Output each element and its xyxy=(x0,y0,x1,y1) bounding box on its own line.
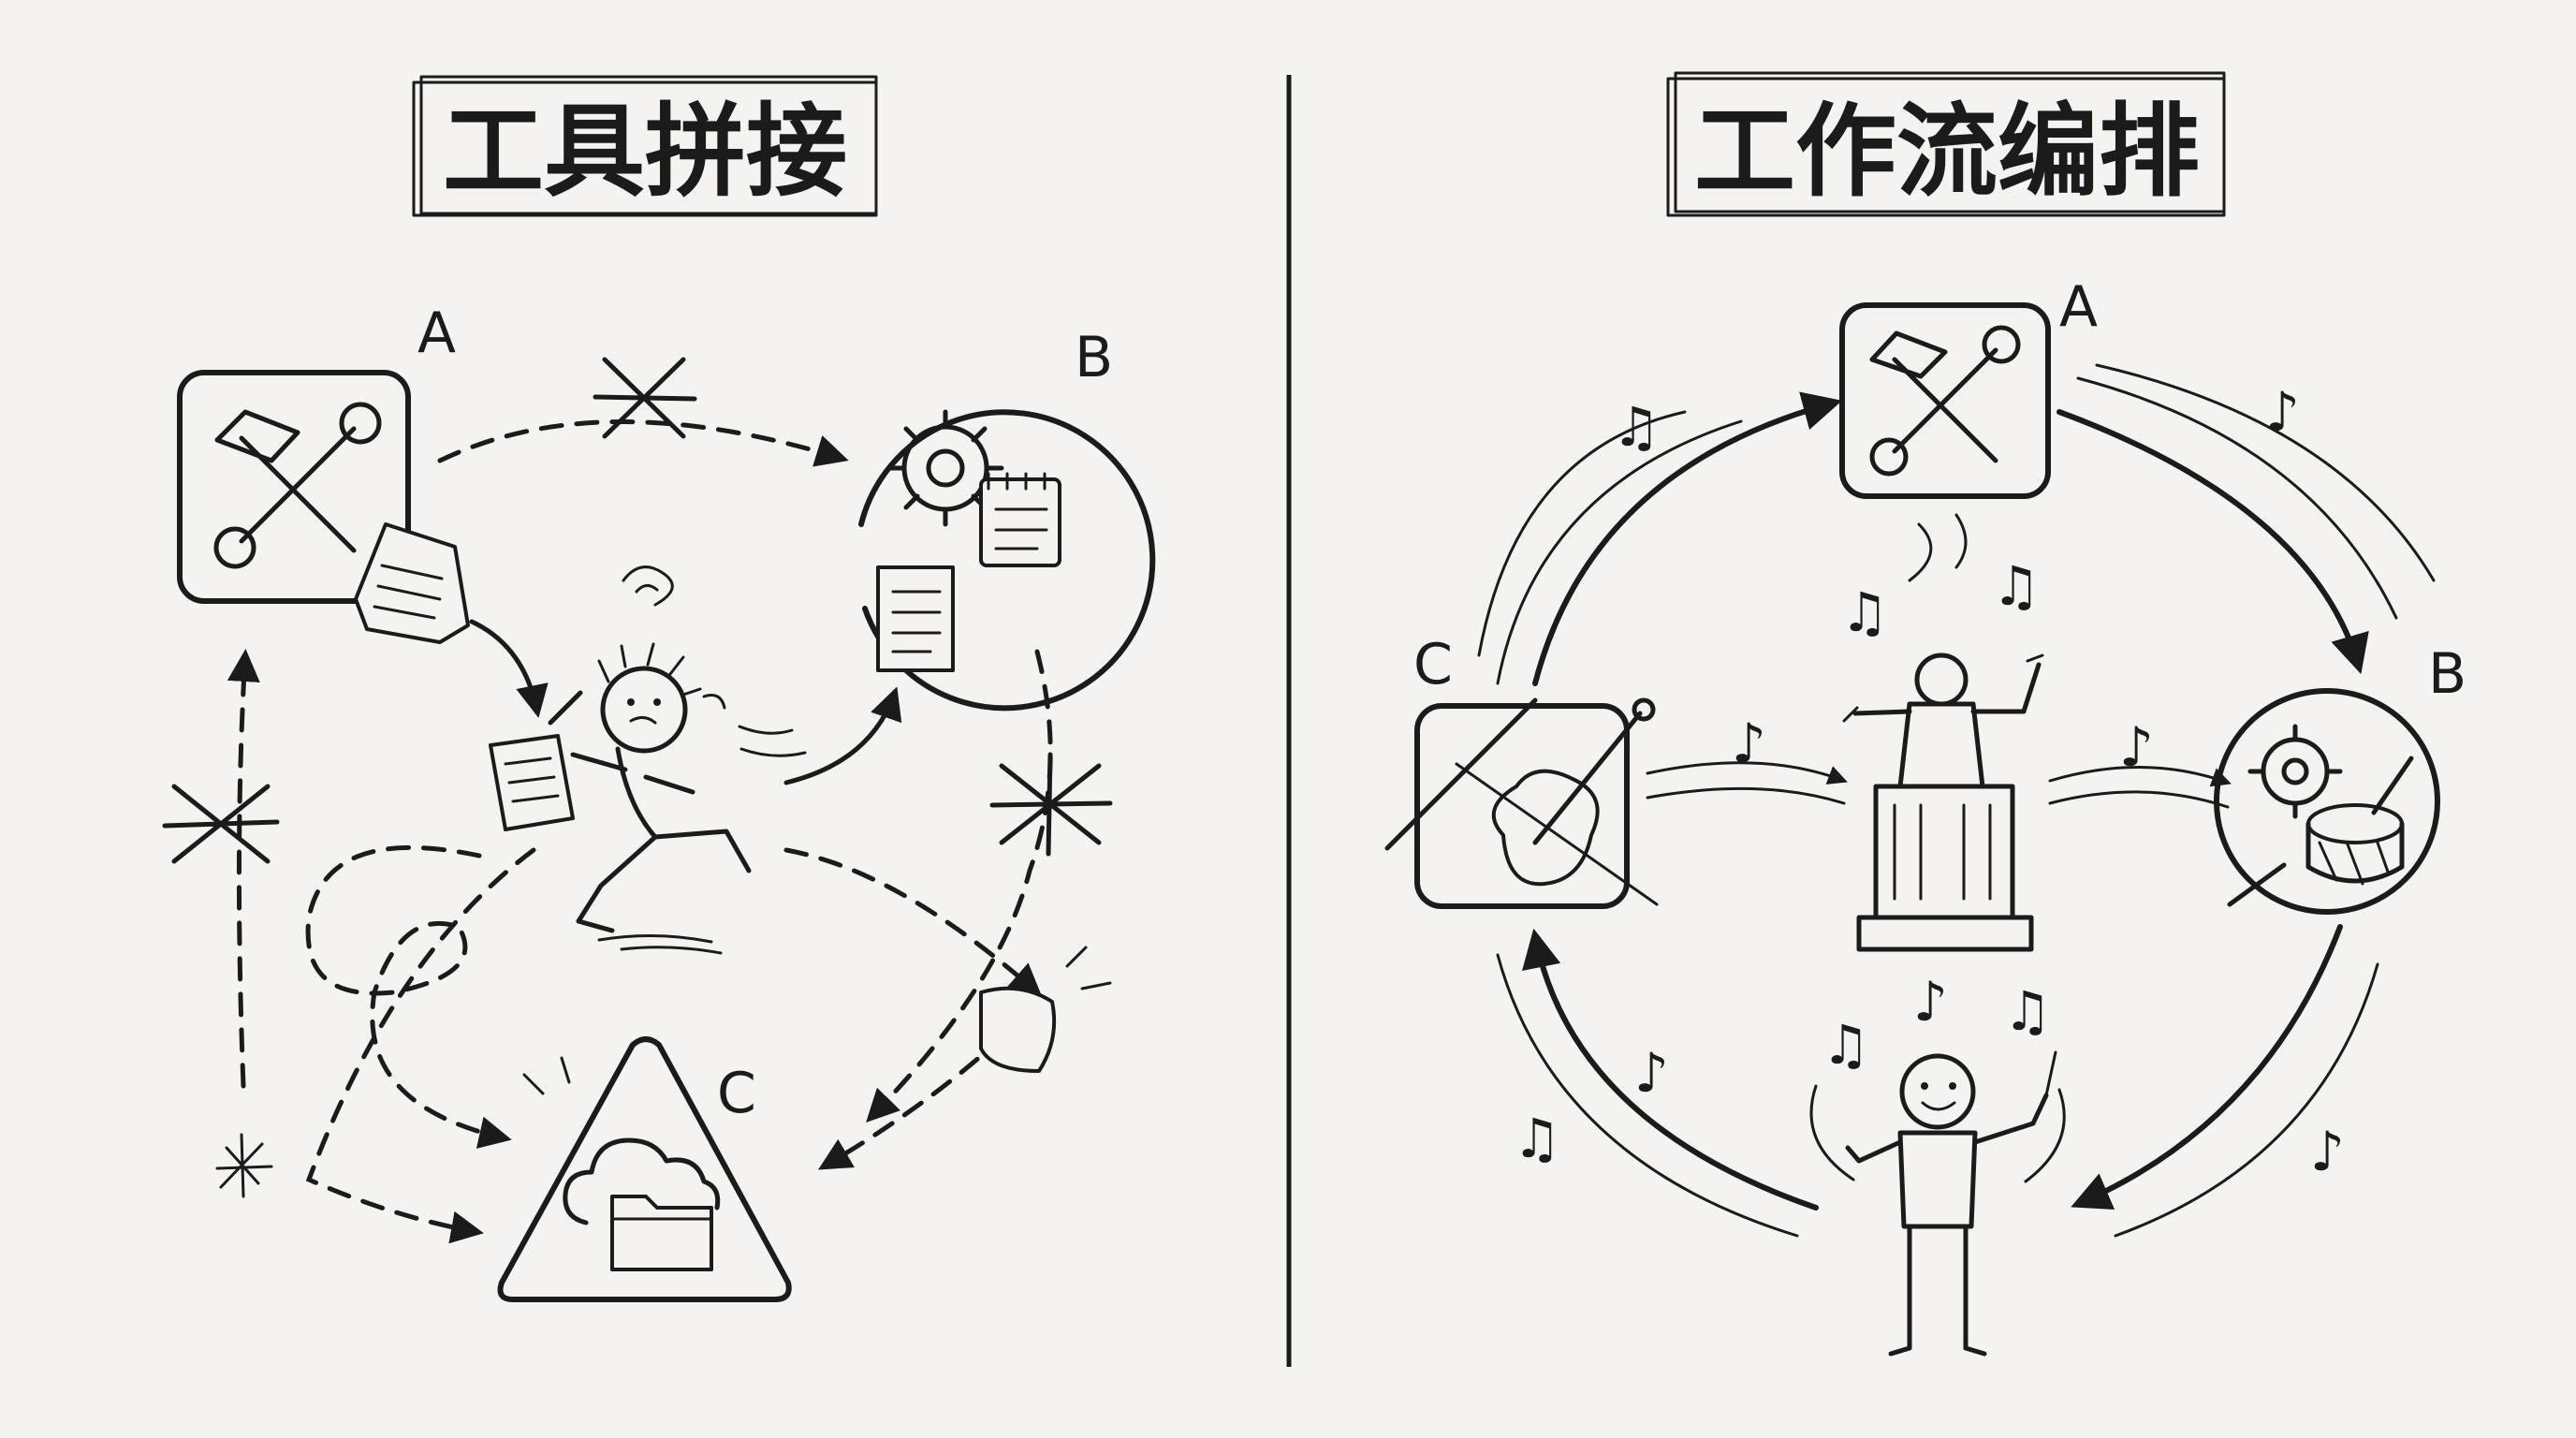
left-node-b-label: B xyxy=(1075,325,1113,390)
music-note-icon: ♪ xyxy=(2310,1120,2345,1183)
right-node-c-label: C xyxy=(1413,632,1453,697)
left-title: 工具拼接 xyxy=(443,94,847,211)
hammer-wrench-icon xyxy=(1869,325,2021,477)
right-node-a-label: A xyxy=(2059,274,2098,340)
right-title-box: 工作流编排 xyxy=(1666,71,2226,217)
torn-document-icon xyxy=(354,522,470,644)
drum-icon xyxy=(2305,756,2414,886)
music-note-icon: ♫ xyxy=(1840,580,1889,644)
left-title-box: 工具拼接 xyxy=(412,75,878,217)
music-note-icon: ♪ xyxy=(2119,715,2154,779)
spark-icon xyxy=(215,1133,273,1198)
music-note-icon: ♫ xyxy=(2003,979,2052,1043)
document-icon xyxy=(876,565,955,672)
happy-conductor-icon xyxy=(1809,1050,2066,1357)
hammer-wrench-icon xyxy=(213,402,382,569)
music-note-icon: ♫ xyxy=(1513,1107,1561,1170)
music-note-icon: ♪ xyxy=(2265,380,2300,444)
cloud-folder-icon xyxy=(563,1137,721,1271)
left-node-a: A xyxy=(177,301,470,644)
music-note-icon: ♫ xyxy=(1612,395,1661,459)
music-note-icon: ♫ xyxy=(1822,1013,1870,1077)
notes-paper-icon xyxy=(489,734,575,831)
left-panel: 工具拼接 A xyxy=(162,75,1156,1302)
right-node-b-label: B xyxy=(2428,641,2466,707)
music-note-icon: ♫ xyxy=(1992,554,2041,618)
right-title: 工作流编排 xyxy=(1694,94,2200,211)
left-chaotic-connections xyxy=(162,357,1113,1244)
cross-mark-icon xyxy=(989,752,1113,857)
orchestration-loop xyxy=(1477,363,2436,1238)
gear-icon xyxy=(2247,724,2343,819)
frustrated-person-icon xyxy=(489,565,807,955)
music-note-icon: ♪ xyxy=(1732,712,1766,775)
left-node-c-label: C xyxy=(717,1061,756,1126)
left-node-a-label: A xyxy=(417,301,456,366)
cross-mark-icon xyxy=(593,357,697,439)
cross-mark-icon xyxy=(162,784,280,864)
music-notes: ♫ ♪ ♪ ♪ ♫ ♫ ♪ ♫ ♪ ♫ ♪ ♫ xyxy=(1513,380,2345,1183)
left-node-c: C xyxy=(497,1036,792,1302)
left-node-b: B xyxy=(858,325,1156,712)
conductor-icon xyxy=(1842,513,2044,952)
flute-violin-icon xyxy=(1384,697,1659,906)
right-panel: 工作流编排 xyxy=(1384,71,2466,1357)
right-node-c: C xyxy=(1384,632,1659,909)
music-note-icon: ♪ xyxy=(1913,970,1948,1034)
right-node-a: A xyxy=(1839,274,2098,499)
music-note-icon: ♪ xyxy=(1634,1041,1669,1105)
right-node-b: B xyxy=(2214,641,2466,915)
notepad-icon xyxy=(979,472,1061,567)
